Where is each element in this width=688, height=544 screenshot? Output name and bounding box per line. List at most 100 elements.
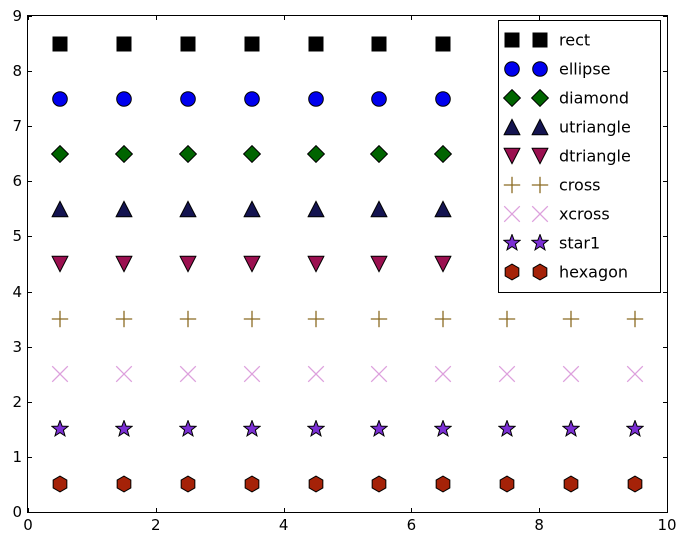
y-tick-mark <box>28 236 32 238</box>
y-tick-mark <box>28 456 32 458</box>
data-point-ellipse <box>179 90 196 107</box>
data-point-rect <box>244 36 260 52</box>
legend-marker-star1 <box>530 232 550 252</box>
data-point-star1 <box>178 419 198 438</box>
data-point-star1 <box>433 419 453 438</box>
data-point-rect <box>308 36 324 52</box>
x-tick-mark <box>28 16 29 20</box>
x-tick-label: 2 <box>151 516 161 534</box>
x-tick-mark <box>411 16 413 20</box>
legend-marker-ellipse <box>532 60 548 77</box>
data-point-diamond <box>242 144 261 163</box>
legend-entry-diamond[interactable]: diamond <box>499 83 660 112</box>
legend-marker-hexagon <box>504 263 521 280</box>
data-point-hexagon <box>435 475 452 493</box>
y-tick-mark <box>663 512 667 513</box>
y-tick-mark <box>28 291 32 293</box>
data-point-star1 <box>497 419 517 438</box>
legend-entry-rect[interactable]: rect <box>499 25 660 54</box>
data-point-xcross <box>562 365 580 383</box>
legend-label: ellipse <box>559 59 611 78</box>
data-point-diamond <box>370 144 389 163</box>
legend-marker-utriangle <box>531 117 549 135</box>
legend-label: dtriangle <box>559 146 631 165</box>
data-point-utriangle <box>370 200 389 218</box>
legend-marker-star1 <box>502 232 522 252</box>
legend-marker-dtriangle <box>503 147 521 165</box>
legend-label: hexagon <box>559 262 629 281</box>
x-tick-label: 10 <box>657 516 677 534</box>
data-point-dtriangle <box>179 255 197 273</box>
legend-entry-utriangle[interactable]: utriangle <box>499 112 660 141</box>
data-point-hexagon <box>499 475 516 493</box>
data-point-cross <box>370 310 388 328</box>
x-tick-mark <box>28 508 29 512</box>
data-point-star1 <box>625 419 645 438</box>
x-tick-mark <box>411 508 413 512</box>
data-point-diamond <box>50 144 70 163</box>
y-tick-mark <box>663 236 667 238</box>
y-tick-mark <box>663 181 667 183</box>
data-point-xcross <box>370 365 388 383</box>
data-point-utriangle <box>179 200 197 218</box>
data-point-diamond <box>434 144 453 163</box>
legend-marker-rect <box>504 32 520 47</box>
data-point-dtriangle <box>115 255 133 273</box>
x-tick-mark <box>283 16 285 20</box>
data-point-rect <box>52 36 68 52</box>
data-point-ellipse <box>52 90 68 107</box>
data-point-star1 <box>370 419 389 438</box>
legend-marker-cross <box>531 176 549 194</box>
data-point-star1 <box>306 419 325 438</box>
x-tick-mark <box>667 16 668 20</box>
data-point-xcross <box>434 365 452 383</box>
legend-marker-xcross <box>531 205 549 223</box>
data-point-rect <box>435 36 451 52</box>
y-tick-mark <box>663 291 667 293</box>
legend-entry-cross[interactable]: cross <box>499 170 660 199</box>
data-point-hexagon <box>627 475 644 493</box>
legend-marker-cross <box>503 176 521 194</box>
data-point-cross <box>243 310 261 328</box>
legend-box[interactable]: rect ellipse diamond utriangle dtriangle cros… <box>498 20 661 293</box>
data-point-diamond <box>114 144 133 163</box>
data-point-hexagon <box>307 475 324 493</box>
data-point-cross <box>562 310 580 328</box>
legend-entry-star1[interactable]: star1 <box>499 228 660 257</box>
legend-entry-hexagon[interactable]: hexagon <box>499 257 660 286</box>
y-tick-mark <box>663 126 667 128</box>
x-tick-mark <box>155 508 157 512</box>
y-tick-mark <box>663 456 667 458</box>
data-point-ellipse <box>243 90 260 107</box>
x-tick-mark <box>539 508 541 512</box>
y-tick-mark <box>28 512 32 513</box>
data-point-hexagon <box>179 475 196 493</box>
data-point-hexagon <box>51 475 68 493</box>
legend-entry-dtriangle[interactable]: dtriangle <box>499 141 660 170</box>
data-point-cross <box>307 310 325 328</box>
x-tick-label: 6 <box>406 516 417 534</box>
legend-marker-hexagon <box>532 263 549 280</box>
data-point-star1 <box>114 419 134 438</box>
x-tick-label: 8 <box>534 516 544 534</box>
data-point-ellipse <box>371 90 388 107</box>
legend-entry-xcross[interactable]: xcross <box>499 199 660 228</box>
data-point-utriangle <box>306 200 325 218</box>
data-point-cross <box>115 310 133 328</box>
data-point-hexagon <box>563 475 580 493</box>
data-point-cross <box>498 310 516 328</box>
legend-label: xcross <box>559 204 610 223</box>
y-tick-mark <box>28 16 32 17</box>
data-point-utriangle <box>434 200 453 218</box>
data-point-cross <box>51 310 69 328</box>
y-tick-mark <box>663 401 667 403</box>
legend-label: diamond <box>559 88 630 107</box>
data-point-hexagon <box>243 475 260 493</box>
data-point-diamond <box>306 144 325 163</box>
legend-marker-rect <box>532 32 548 47</box>
x-tick-mark <box>667 508 668 512</box>
y-tick-mark <box>663 16 667 17</box>
data-point-ellipse <box>116 90 132 107</box>
data-point-star1 <box>50 419 70 438</box>
legend-entry-ellipse[interactable]: ellipse <box>499 54 660 83</box>
